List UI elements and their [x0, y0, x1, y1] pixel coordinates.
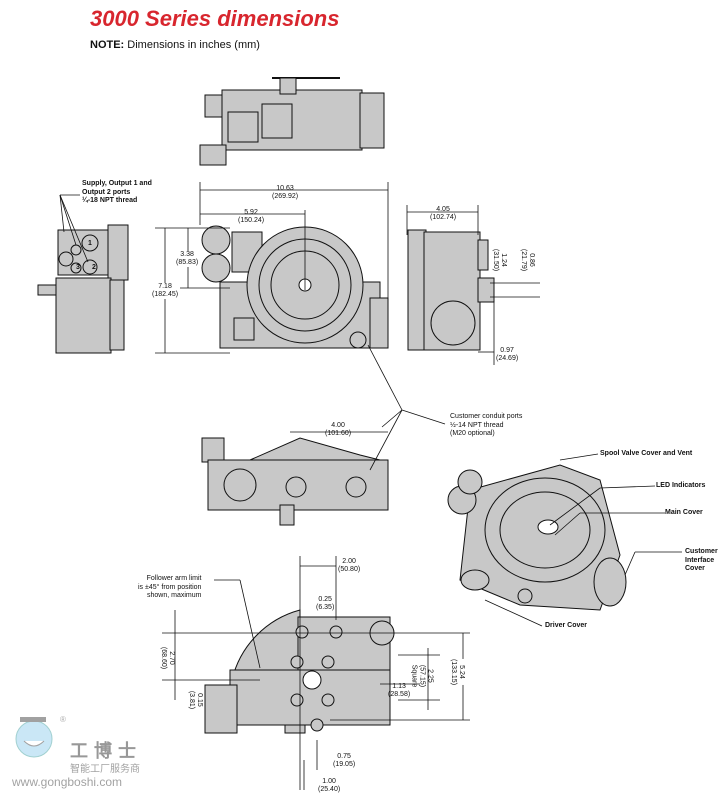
dim-mount-270: 2.70(68.60)	[160, 646, 176, 670]
dim-mount-225: 2.25(57.15)Square	[410, 664, 434, 688]
main-cover-callout: Main Cover	[665, 509, 703, 516]
led-callout: LED Indicators	[656, 482, 706, 489]
dim-shaft-a: 1.24(31.50)	[492, 248, 508, 272]
port-number-1: 1	[88, 240, 92, 247]
dim-width-center: 5.92(150.24)	[238, 209, 265, 224]
mascot-icon	[15, 717, 53, 758]
isometric-view	[447, 464, 627, 611]
spool-valve-callout: Spool Valve Cover and Vent	[600, 450, 693, 457]
dim-mount-100: 1.00(25.40)	[318, 778, 341, 793]
dim-height-total: 7.18(182.45)	[152, 283, 179, 299]
dim-mount-2: 2.00(50.80)	[338, 558, 361, 573]
dim-mount-075: 0.75(19.05)	[333, 753, 356, 768]
dimension-note: NOTE: Dimensions in inches (mm)	[90, 39, 260, 51]
dim-shaft-length: 0.97(24.69)	[496, 347, 519, 362]
dim-mount-015: 0.15(3.81)	[188, 690, 204, 710]
side-view-left	[37, 224, 129, 354]
port-number-3: 3	[76, 264, 80, 271]
dim-mount-025: 0.25(6.35)	[316, 596, 335, 611]
driver-cover-callout: Driver Cover	[545, 622, 588, 629]
dim-height-center: 3.38(85.83)	[176, 251, 199, 267]
top-view	[199, 77, 385, 166]
front-view	[201, 225, 389, 349]
page-title: 3000 Series dimensions	[90, 6, 340, 31]
mounting-view	[204, 609, 395, 734]
dim-conduit-span: 4.00(101.60)	[325, 422, 352, 437]
bottom-view	[201, 437, 389, 526]
dim-shaft-b: 0.86(21.79)	[520, 248, 536, 272]
dim-width-total: 10.63(269.92)	[272, 185, 299, 200]
side-view-right	[407, 229, 495, 351]
dim-mount-113: 1.13(28.58)	[388, 683, 411, 698]
dim-mount-524: 5.24(133.15)	[449, 658, 466, 686]
dimension-lines	[59, 182, 682, 790]
dim-depth: 4.05(102.74)	[430, 206, 457, 221]
port-number-2: 2	[92, 264, 96, 271]
